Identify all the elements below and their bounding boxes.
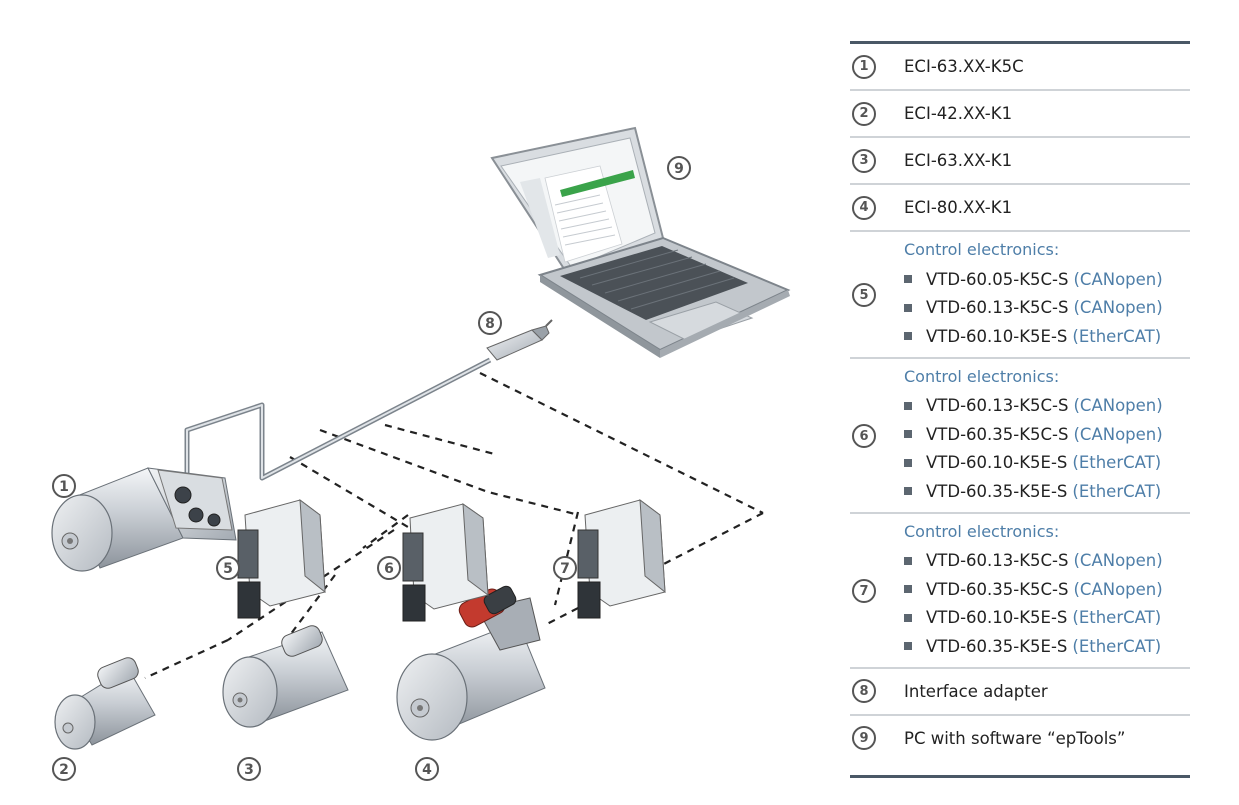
bullet-square-icon: [904, 487, 912, 496]
legend-number-badge: 3: [852, 148, 876, 173]
legend-row-8: 8 Interface adapter: [850, 669, 1190, 716]
legend-row-5: 5 Control electronics: VTD-60.05-K5C-S(C…: [850, 232, 1190, 359]
legend-item: VTD-60.10-K5E-S(EtherCAT): [904, 322, 1163, 351]
control-electronics-5: [237, 498, 326, 619]
control-electronics-6: [402, 502, 489, 622]
legend-table: 1 ECI-63.XX-K5C 2 ECI-42.XX-K1 3 ECI-63.…: [850, 41, 1190, 778]
legend-text: ECI-63.XX-K5C: [904, 57, 1024, 76]
motor-eci-42-k1: [54, 657, 156, 750]
legend-row-7: 7 Control electronics: VTD-60.13-K5C-S(C…: [850, 514, 1190, 669]
bullet-square-icon: [904, 642, 912, 651]
legend-item: VTD-60.10-K5E-S(EtherCAT): [904, 604, 1163, 633]
motor-eci-63-k1: [222, 625, 349, 728]
legend-text: ECI-42.XX-K1: [904, 104, 1013, 123]
legend-top-rule: [850, 41, 1190, 44]
system-diagram: 1 2 3 4 5 6 7 8 9: [51, 126, 791, 781]
bullet-square-icon: [904, 613, 912, 622]
legend-row-1: 1 ECI-63.XX-K5C: [850, 44, 1190, 91]
legend-text: ECI-63.XX-K1: [904, 151, 1013, 170]
legend-row-6: 6 Control electronics: VTD-60.13-K5C-S(C…: [850, 359, 1190, 514]
badge-1: 1: [52, 474, 76, 498]
legend-text: ECI-80.XX-K1: [904, 198, 1013, 217]
bullet-square-icon: [904, 332, 912, 341]
legend-item: VTD-60.35-K5E-S(EtherCAT): [904, 632, 1163, 661]
bullet-square-icon: [904, 556, 912, 565]
legend-item: VTD-60.35-K5C-S(CANopen): [904, 575, 1163, 604]
legend-item: VTD-60.10-K5E-S(EtherCAT): [904, 449, 1163, 478]
legend-text: PC with software “epTools”: [904, 728, 1126, 748]
legend-number-badge: 6: [852, 424, 876, 448]
bullet-square-icon: [904, 401, 912, 410]
legend-group-heading: Control electronics:: [904, 521, 1060, 541]
legend-number-badge: 9: [852, 726, 876, 750]
legend-item: VTD-60.13-K5C-S(CANopen): [904, 547, 1163, 576]
legend-row-9: 9 PC with software “epTools”: [850, 716, 1190, 761]
legend-number-badge: 8: [852, 679, 876, 703]
legend-item: VTD-60.05-K5C-S(CANopen): [904, 265, 1163, 294]
legend-group-heading: Control electronics:: [904, 366, 1060, 386]
legend-item: VTD-60.35-K5C-S(CANopen): [904, 420, 1163, 449]
legend-row-4: 4 ECI-80.XX-K1: [850, 185, 1190, 232]
svg-text:5: 5: [223, 561, 233, 577]
svg-text:9: 9: [674, 161, 684, 177]
badge-8: 8: [478, 311, 502, 335]
badge-9: 9: [667, 156, 691, 180]
badge-6: 6: [377, 556, 401, 580]
control-electronics-7: [577, 498, 666, 619]
motor-eci-63-k5c: [51, 467, 237, 572]
svg-text:2: 2: [59, 762, 69, 778]
svg-text:6: 6: [384, 561, 394, 577]
badge-2: 2: [52, 757, 76, 781]
legend-item: VTD-60.13-K5C-S(CANopen): [904, 294, 1163, 323]
interface-cable: [184, 357, 492, 487]
legend-number-badge: 2: [852, 101, 876, 126]
svg-text:7: 7: [560, 561, 570, 577]
laptop-pc: [490, 126, 791, 358]
badge-5: 5: [216, 556, 240, 580]
svg-text:3: 3: [244, 762, 254, 778]
badge-7: 7: [553, 556, 577, 580]
bullet-square-icon: [904, 303, 912, 312]
legend-number-badge: 1: [852, 54, 876, 79]
legend-bottom-rule: [850, 774, 1190, 778]
motor-eci-80-k1: [396, 585, 546, 741]
interface-adapter: [486, 319, 553, 361]
bullet-square-icon: [904, 458, 912, 467]
svg-text:1: 1: [59, 479, 69, 495]
legend-row-2: 2 ECI-42.XX-K1: [850, 91, 1190, 138]
svg-text:4: 4: [422, 762, 432, 778]
legend-item: VTD-60.35-K5E-S(EtherCAT): [904, 477, 1163, 506]
bullet-square-icon: [904, 430, 912, 439]
legend-number-badge: 7: [852, 579, 876, 603]
svg-text:8: 8: [485, 316, 495, 332]
legend-item: VTD-60.13-K5C-S(CANopen): [904, 392, 1163, 421]
bullet-square-icon: [904, 275, 912, 284]
badge-4: 4: [415, 757, 439, 781]
bullet-square-icon: [904, 585, 912, 594]
badge-3: 3: [237, 757, 261, 781]
legend-number-badge: 4: [852, 195, 876, 220]
legend-row-3: 3 ECI-63.XX-K1: [850, 138, 1190, 185]
legend-group-heading: Control electronics:: [904, 240, 1060, 259]
legend-text: Interface adapter: [904, 681, 1048, 701]
legend-number-badge: 5: [852, 283, 876, 308]
